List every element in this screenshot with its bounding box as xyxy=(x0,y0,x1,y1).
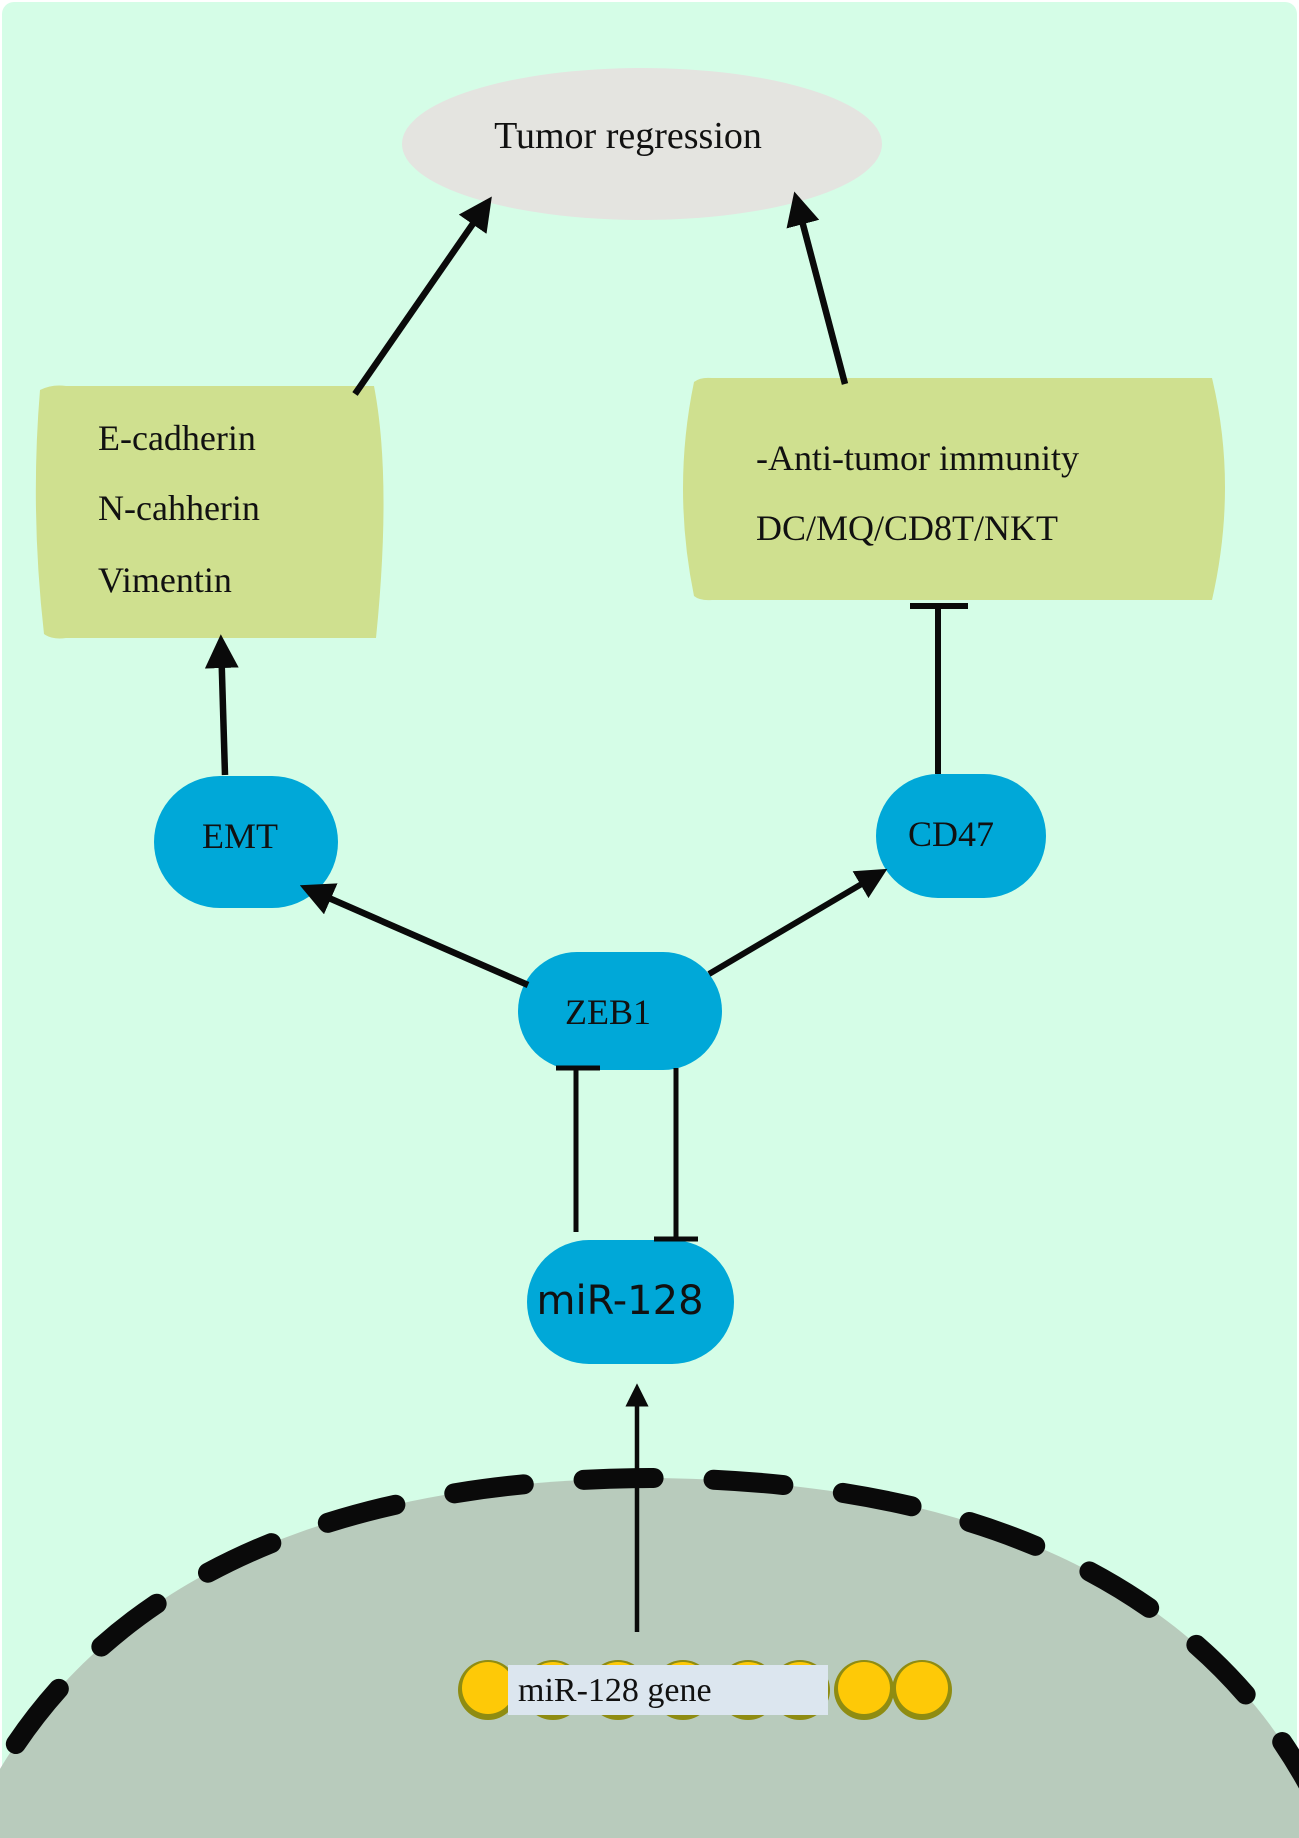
vimentin-label: Vimentin xyxy=(98,560,232,600)
cd47-node: CD47 xyxy=(876,774,1046,898)
mir128-gene-label: miR-128 gene xyxy=(518,1672,712,1709)
zeb1-node: ZEB1 xyxy=(518,952,722,1070)
cd47-label: CD47 xyxy=(908,814,994,854)
anti-tumor-immunity-box: -Anti-tumor immunity DC/MQ/CD8T/NKT xyxy=(683,377,1225,601)
mir128-label: miR-128 xyxy=(536,1278,703,1324)
tumor-regression-label: Tumor regression xyxy=(494,115,762,157)
emt-node: EMT xyxy=(154,776,338,908)
anti-tumor-immunity-label: -Anti-tumor immunity xyxy=(756,438,1079,478)
n-cahherin-label: N-cahherin xyxy=(98,488,260,528)
nucleus-body xyxy=(0,1478,1299,1838)
nucleus xyxy=(0,1467,1299,1838)
emt-label: EMT xyxy=(202,816,278,856)
arrow-emt-markers-to-tumor-regression xyxy=(352,196,492,396)
mir128-node: miR-128 xyxy=(527,1240,734,1364)
bead xyxy=(834,1660,894,1720)
emt-markers-box: E-cadherin N-cahherin Vimentin xyxy=(35,385,384,639)
nuclear-membrane-dashed xyxy=(0,1467,1299,1790)
zeb1-label: ZEB1 xyxy=(565,992,651,1032)
bead xyxy=(458,1660,518,1720)
tumor-regression-node: Tumor regression xyxy=(402,68,882,220)
arrow-zeb1-to-cd47 xyxy=(707,868,888,977)
arrow-immunity-to-tumor-regression xyxy=(786,191,849,385)
mir128-gene-node: miR-128 gene xyxy=(508,1665,828,1715)
edges xyxy=(204,191,968,1632)
immune-cells-label: DC/MQ/CD8T/NKT xyxy=(756,508,1058,548)
e-cadherin-label: E-cadherin xyxy=(98,418,256,458)
bead xyxy=(892,1660,952,1720)
arrow-emt-to-emt-markers xyxy=(204,634,239,776)
arrow-zeb1-to-emt xyxy=(299,883,530,988)
